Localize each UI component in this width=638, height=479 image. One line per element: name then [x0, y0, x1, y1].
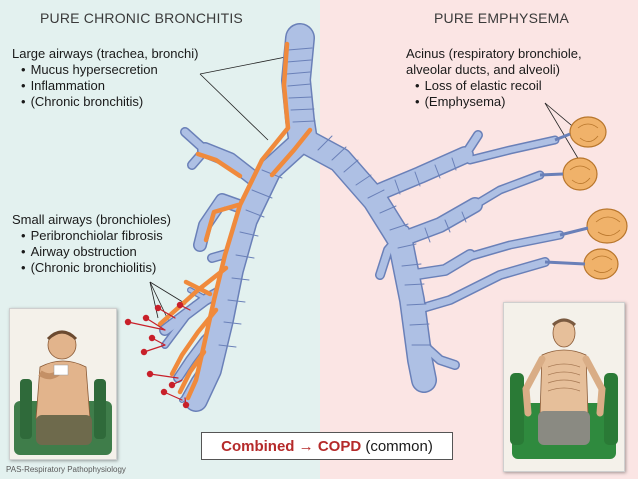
alveolar-sacs	[539, 116, 628, 280]
small-airways-block: Small airways (bronchioles) Peribronchio…	[12, 212, 171, 276]
leader-line-small-airways-2	[149, 281, 187, 305]
leader-line-acinus-2	[544, 102, 583, 166]
copd-text: COPD	[317, 438, 362, 455]
alveolar-sac	[586, 208, 628, 244]
combined-text: Combined	[221, 438, 295, 455]
small-airways-list: Peribronchiolar fibrosis Airway obstruct…	[12, 228, 171, 276]
large-airways-block: Large airways (trachea, bronchi) Mucus h…	[12, 46, 198, 110]
large-airways-title: Large airways (trachea, bronchi)	[12, 46, 199, 61]
chronic-bronchitis-patient-image	[9, 308, 117, 460]
list-item: Inflammation	[31, 78, 198, 94]
acinus-title-line2: alveolar ducts, and alveoli)	[406, 62, 560, 77]
acinus-block: Acinus (respiratory bronchiole, alveolar…	[406, 46, 582, 110]
list-item: Peribronchiolar fibrosis	[31, 228, 171, 244]
large-airways-list: Mucus hypersecretion Inflammation (Chron…	[12, 62, 198, 110]
list-item: Airway obstruction	[31, 244, 171, 260]
list-item: (Emphysema)	[425, 94, 582, 110]
leader-lines	[149, 54, 583, 329]
small-airways-title: Small airways (bronchioles)	[12, 212, 171, 227]
arrow-icon: →	[298, 438, 314, 455]
list-item: Mucus hypersecretion	[31, 62, 198, 78]
inflamed-airway-walls	[157, 41, 313, 401]
combined-copd-label: Combined → COPD (common)	[201, 432, 453, 460]
chronic-bronchitis-heading: PURE CHRONIC BRONCHITIS	[40, 10, 243, 26]
list-item: (Chronic bronchiolitis)	[31, 260, 171, 276]
alveolar-sac	[562, 157, 598, 191]
terminal-bronchioles	[539, 132, 589, 266]
leader-line-large-airways-1	[199, 73, 269, 141]
leader-line-small-airways-1	[149, 281, 159, 319]
source-credit: PAS-Respiratory Pathophysiology	[6, 465, 126, 474]
alveolar-sac	[569, 116, 607, 148]
obstructed-bronchiole-stems	[127, 304, 191, 406]
common-note: (common)	[365, 438, 433, 455]
emphysema-heading: PURE EMPHYSEMA	[434, 10, 570, 26]
airway-tree	[124, 23, 565, 412]
list-item: Loss of elastic recoil	[425, 78, 582, 94]
leader-line-large-airways-2	[199, 54, 297, 75]
list-item: (Chronic bronchitis)	[31, 94, 198, 110]
acinus-list: Loss of elastic recoil (Emphysema)	[406, 78, 582, 110]
acinus-title-line1: Acinus (respiratory bronchiole,	[406, 46, 582, 61]
cartilage-rings	[218, 47, 467, 348]
emphysema-patient-image	[503, 302, 625, 472]
alveolar-sac	[583, 248, 619, 280]
